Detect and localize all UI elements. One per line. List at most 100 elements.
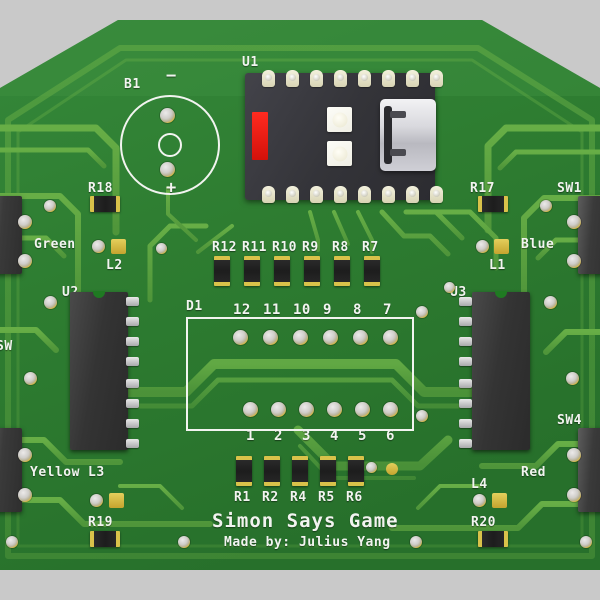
switch-pad — [567, 448, 581, 462]
silk-pin-9: 9 — [323, 302, 332, 318]
silk-ref-r12: R12 — [212, 240, 237, 255]
display-socket-pad — [383, 330, 398, 345]
switch-pad — [567, 488, 581, 502]
resistor-r9 — [304, 256, 320, 286]
tactile-switch-sw2[interactable] — [0, 196, 22, 274]
resistor-r2 — [264, 456, 280, 486]
silk-net-yellow: Yellow — [30, 465, 80, 480]
ic-pin — [459, 399, 472, 408]
mcu-header-pin — [310, 70, 323, 87]
ic-pin — [126, 439, 139, 448]
display-socket-pad — [243, 402, 258, 417]
switch-pad — [567, 215, 581, 229]
via-pad — [416, 410, 428, 422]
silk-pin-7: 7 — [383, 302, 392, 318]
silk-ref-l2: L2 — [106, 258, 123, 273]
mcu-header-pin — [430, 70, 443, 87]
via-pad — [444, 282, 455, 293]
ic-pin — [126, 399, 139, 408]
via-pad — [476, 240, 489, 253]
battery-center-hole — [158, 133, 182, 157]
mcu-header-pin — [358, 70, 371, 87]
silk-net-green: Green — [34, 237, 76, 252]
silk-pin-6: 6 — [386, 428, 395, 444]
switch-pad — [18, 215, 32, 229]
mcu-header-pin — [334, 186, 347, 203]
ic-pin — [126, 419, 139, 428]
mcu-button-reset[interactable] — [327, 141, 352, 166]
battery-holder-outline — [120, 95, 220, 195]
switch-pad — [567, 254, 581, 268]
silk-ref-r5: R5 — [318, 490, 335, 505]
via-pad — [156, 243, 167, 254]
battery-pad-positive — [160, 162, 175, 177]
resistor-r11 — [244, 256, 260, 286]
silk-pin-1: 1 — [246, 428, 255, 444]
ic-pin — [126, 317, 139, 326]
via-pad — [90, 494, 103, 507]
silk-ref-sw2-partial: SW — [0, 339, 13, 354]
via-pad — [540, 200, 552, 212]
resistor-r19 — [90, 531, 120, 547]
led-pad-l2 — [111, 239, 126, 254]
resistor-r8 — [334, 256, 350, 286]
silk-ref-u1: U1 — [242, 55, 259, 70]
via-pad — [473, 494, 486, 507]
resistor-r5 — [320, 456, 336, 486]
via-pad — [44, 200, 56, 212]
silk-ref-r7: R7 — [362, 240, 379, 255]
tactile-switch-sw3[interactable] — [0, 428, 22, 512]
mcu-header-pin — [286, 186, 299, 203]
silk-ref-sw1: SW1 — [557, 181, 582, 196]
usb-c-connector[interactable] — [380, 99, 436, 171]
display-socket-pad — [233, 330, 248, 345]
mcu-header-pin — [286, 70, 299, 87]
silk-ref-r9: R9 — [302, 240, 319, 255]
silk-ref-r10: R10 — [272, 240, 297, 255]
via-pad — [366, 462, 377, 473]
resistor-r6 — [348, 456, 364, 486]
resistor-r12 — [214, 256, 230, 286]
resistor-r17 — [478, 196, 508, 212]
switch-pad — [18, 254, 32, 268]
silk-net-red: Red — [521, 465, 546, 480]
silk-ref-b1: B1 — [124, 77, 141, 92]
resistor-r7 — [364, 256, 380, 286]
via-pad — [544, 296, 557, 309]
tactile-switch-sw4[interactable] — [578, 428, 600, 512]
led-pad-l1 — [494, 239, 509, 254]
display-socket-pad — [327, 402, 342, 417]
silk-battery-minus: − — [166, 66, 177, 86]
silk-ref-r20: R20 — [471, 515, 496, 530]
resistor-r1 — [236, 456, 252, 486]
via-pad — [178, 536, 190, 548]
via-pad — [416, 306, 428, 318]
silk-battery-plus: + — [166, 178, 177, 198]
mcu-header-pin — [262, 186, 275, 203]
silk-ref-l4: L4 — [471, 477, 488, 492]
mcu-header-pin — [358, 186, 371, 203]
silk-pin-12: 12 — [233, 302, 251, 318]
silk-ref-r8: R8 — [332, 240, 349, 255]
power-led-indicator — [252, 112, 268, 160]
via-pad — [580, 536, 592, 548]
ic-pin — [459, 419, 472, 428]
mcu-header-pin — [262, 70, 275, 87]
led-pad-l4 — [492, 493, 507, 508]
silk-ref-d1: D1 — [186, 299, 203, 314]
resistor-r20 — [478, 531, 508, 547]
silk-ref-r19: R19 — [88, 515, 113, 530]
mcu-button-bootsel[interactable] — [327, 107, 352, 132]
mcu-header-pin — [334, 70, 347, 87]
mcu-header-pin — [430, 186, 443, 203]
silk-ref-l1: L1 — [489, 258, 506, 273]
tactile-switch-sw1[interactable] — [578, 196, 600, 274]
via-pad — [386, 463, 398, 475]
ic-pin — [126, 357, 139, 366]
silk-ref-l3: L3 — [88, 465, 105, 480]
ic-pin — [459, 317, 472, 326]
silk-ref-r4: R4 — [290, 490, 307, 505]
via-pad — [6, 536, 18, 548]
via-pad — [410, 536, 422, 548]
